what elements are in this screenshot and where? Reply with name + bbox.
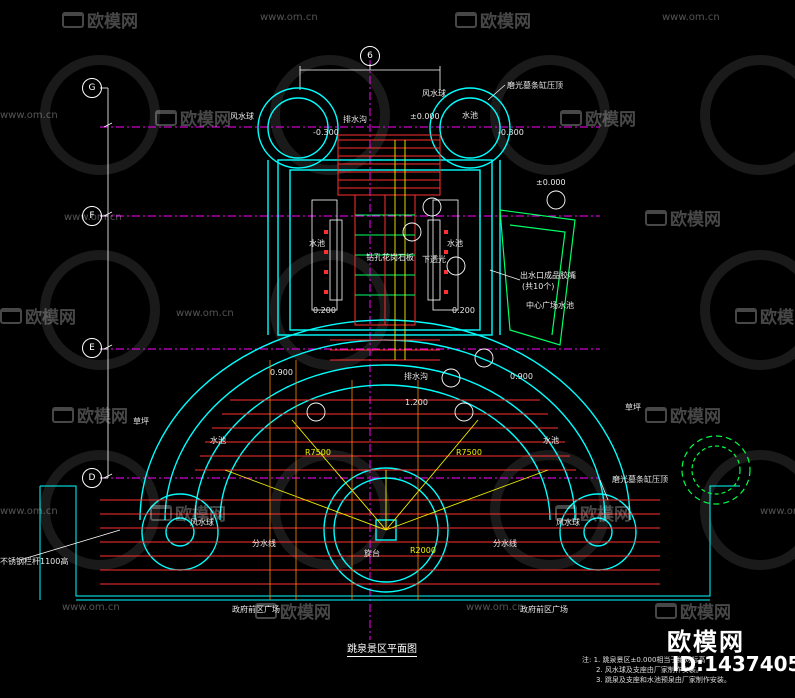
label-fenshuixian-l: 分水线 — [252, 539, 276, 548]
label-shuichi-r: 水池 — [447, 239, 463, 248]
watermark-brand: 欧模网 — [0, 303, 76, 328]
watermark-site: www.om.cn — [466, 602, 524, 613]
label-dim-r2: R2000 — [410, 546, 436, 555]
watermark-brand: 欧模网 — [155, 105, 231, 130]
drawing-title: 跳泉景区平面图 — [347, 640, 417, 657]
watermark-site: www.om.cn — [0, 506, 58, 517]
grid-bubble-f: F — [82, 206, 102, 226]
watermark-site: www.om.cn — [62, 602, 120, 613]
label-xuantai: 旋台 — [364, 549, 380, 558]
label-dim-r-l: R7500 — [305, 448, 331, 457]
label-elev-0900-l: 0.900 — [270, 368, 293, 377]
label-zhengfu-l: 政府前区广场 — [232, 605, 280, 614]
label-shuichi-l: 水池 — [309, 239, 325, 248]
pool-inner-lines — [311, 199, 459, 311]
label-langan: 不锈钢栏杆1100高 — [0, 557, 69, 566]
plaza-boundary — [39, 485, 740, 601]
watermark-site: www.om.cn — [0, 110, 58, 121]
watermark-brand: 欧模网 — [555, 500, 631, 525]
label-zhengkong: 钻孔花岗石板 — [366, 253, 414, 262]
radial-dimensions — [224, 140, 549, 531]
label-caoping-l: 草坪 — [133, 417, 149, 426]
upper-pool-outline — [257, 87, 511, 336]
label-leaders — [19, 84, 609, 561]
drawing-notes: 注: 1. 跳泉景区±0.000相当于绝对标高 2. 风水球及支座由厂家制作安装… — [582, 655, 731, 685]
label-elev-0200-r: 0.200 — [452, 306, 475, 315]
label-elev-0200-l: 0.200 — [313, 306, 336, 315]
watermark-site: www.om.cn — [760, 506, 795, 517]
label-shuiqiu-lower: 磨光墓条缸压顶 — [612, 475, 668, 484]
watermark-brand: 欧模网 — [255, 598, 331, 623]
label-caoping-r: 草坪 — [625, 403, 641, 412]
watermark-brand: 欧模网 — [150, 500, 226, 525]
label-xiatouguang: 下透光 — [422, 255, 446, 264]
watermark-brand: 欧模网 — [52, 402, 128, 427]
label-shuiqiu-top: 磨光墓条缸压顶 — [507, 81, 563, 90]
watermark-id: ID:1437405 — [672, 652, 795, 676]
watermark-brand-large: 欧模网 — [667, 628, 745, 656]
nozzle-markers — [324, 230, 448, 294]
orange-dims — [269, 360, 419, 600]
label-zhongxin: 中心广场水池 — [526, 301, 574, 310]
grid-bubble-e: E — [82, 338, 102, 358]
grid-bubble-d: D — [82, 468, 102, 488]
label-fengshuiqiu-tl: 风水球 — [230, 112, 254, 121]
left-dimension — [103, 88, 113, 479]
label-fengshuiqiu-bl: 风水球 — [190, 518, 214, 527]
label-dim-r-r: R7500 — [456, 448, 482, 457]
label-elev-0-tr: ±0.000 — [536, 178, 566, 187]
label-elev-m03-l: -0.300 — [313, 128, 339, 137]
label-fengshuiqiu-br: 风水球 — [556, 518, 580, 527]
note-line: 2. 风水球及支座由厂家制作安装。 — [596, 666, 703, 674]
label-shuichi-lower-r: 水池 — [543, 436, 559, 445]
stair-lines-upper — [330, 134, 441, 361]
watermark-brand: 欧模网 — [735, 303, 795, 328]
label-shuichi-tr: 水池 — [462, 111, 478, 120]
watermark-brand: 欧模网 — [560, 105, 636, 130]
label-zhengfu-r: 政府前区广场 — [520, 605, 568, 614]
label-paishuigou-top: 排水沟 — [343, 115, 367, 124]
watermark-brand: 欧模网 — [62, 7, 138, 32]
green-planting — [499, 209, 576, 346]
watermark-brand: 欧模网 — [655, 598, 731, 623]
watermark-brand: 欧模网 — [645, 205, 721, 230]
watermark-brand: 欧模网 — [645, 402, 721, 427]
label-elev-0-top: ±0.000 — [410, 112, 440, 121]
note-line: 注: 1. 跳泉景区±0.000相当于绝对标高 — [582, 656, 706, 664]
label-elev-0900-r: 0.900 — [510, 372, 533, 381]
note-line: 3. 跳泉及支座和水池预泉由厂家制作安装。 — [596, 676, 731, 684]
watermark-site: www.om.cn — [260, 12, 318, 23]
grid-bubble-6: 6 — [360, 46, 380, 66]
label-elev-1200: 1.200 — [405, 398, 428, 407]
watermark-site: www.om.cn — [176, 308, 234, 319]
section-markers — [306, 190, 566, 422]
label-shuichi-lower-l: 水池 — [210, 436, 226, 445]
watermark-brand: 欧模网 — [455, 7, 531, 32]
tree-symbol — [681, 435, 751, 505]
label-fenshuixian-r: 分水线 — [493, 539, 517, 548]
label-elev-m03-r: -0.300 — [498, 128, 524, 137]
label-chushuikou-count: (共10个) — [522, 282, 555, 291]
label-chushuikou: 出水口成品胶嘴 — [520, 271, 576, 280]
grid-bubble-g: G — [82, 78, 102, 98]
watermark-site: www.om.cn — [662, 12, 720, 23]
label-fengshuiqiu-tr: 风水球 — [422, 89, 446, 98]
label-paishuigou-bottom: 排水沟 — [404, 372, 428, 381]
